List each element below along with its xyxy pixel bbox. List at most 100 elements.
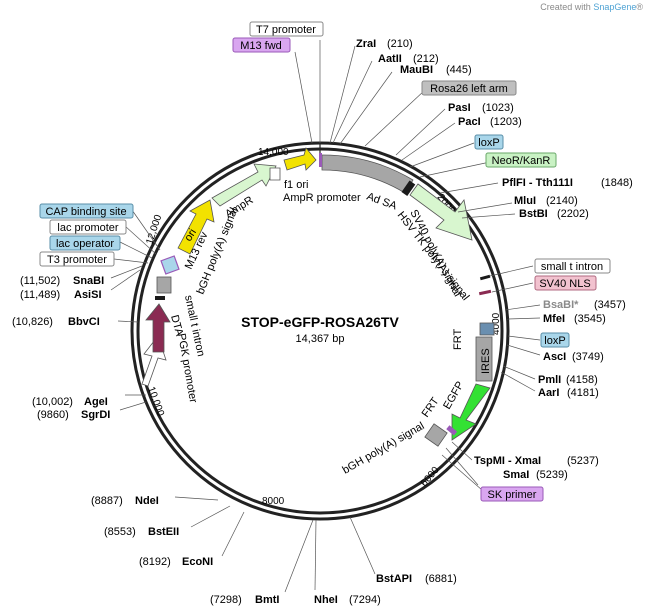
svg-text:BmtI: BmtI [255,594,279,606]
svg-text:(6881): (6881) [425,573,457,585]
tick-10000: 10,000 [145,385,166,418]
box-rosa26-left-arm: Rosa26 left arm [421,80,517,96]
site-nhei: NheI(7294) [314,594,381,606]
watermark: Created with SnapGene® [540,2,643,12]
svg-text:(3749): (3749) [572,351,604,363]
svg-text:(9860): (9860) [37,409,69,421]
loxp-marker-2 [446,425,458,436]
box-lac-promoter: lac promoter [49,219,127,235]
svg-text:(1203): (1203) [490,116,522,128]
svg-text:(4158): (4158) [566,374,598,386]
svg-text:(3545): (3545) [574,313,606,325]
site-ndei: (8887) NdeI [91,495,159,507]
leader-lines [110,40,541,593]
site-paci: PacI(1203) [458,116,522,128]
f1-ori-label: f1 ori [284,179,308,191]
svg-text:(8887): (8887) [91,495,123,507]
ires-label: IRES [480,348,492,374]
site-pflfi-tth111i: PflFI - Tth111I (1848) [502,177,633,189]
site-bbvci: (10,826)BbvCI [12,316,100,328]
svg-text:lac promoter: lac promoter [57,222,118,234]
frt-label-2: FRT [420,395,442,419]
box-cap-binding-site: CAP binding site [39,203,134,219]
f1-ori-arrow [283,147,317,171]
svg-text:AgeI: AgeI [84,396,108,408]
svg-text:NeoR/KanR: NeoR/KanR [492,155,551,167]
plasmid-name: STOP-eGFP-ROSA26TV [241,314,399,330]
svg-text:SmaI: SmaI [503,469,529,481]
svg-text:BbvCI: BbvCI [68,316,100,328]
svg-text:(8553): (8553) [104,526,136,538]
dta-label: DTA [168,314,185,338]
svg-text:(11,489): (11,489) [20,289,60,301]
svg-text:(5239): (5239) [536,469,568,481]
svg-text:(4181): (4181) [567,387,599,399]
bgh-right-label: bGH poly(A) signal [341,420,427,477]
svg-text:(2202): (2202) [557,208,589,220]
small-t-marker-left [155,296,165,300]
svg-text:CAP binding site: CAP binding site [45,206,126,218]
svg-text:(212): (212) [413,53,439,65]
site-mlui: MluI (2140) [514,195,578,207]
neor-arrow [409,183,473,241]
bgh-box-left [156,276,172,294]
ori-label: ori [182,227,199,244]
svg-text:(5237): (5237) [567,455,599,467]
svg-text:T3 promoter: T3 promoter [47,254,107,266]
ires-box [475,336,493,382]
svg-text:PmlI: PmlI [538,374,561,386]
box-lac-operator: lac operator [49,235,121,251]
box-sk-primer: SK primer [480,486,544,502]
svg-text:T7 promoter: T7 promoter [256,24,316,36]
tick-8000: 8000 [262,496,285,507]
box-small-t-intron: small t intron [534,258,611,274]
svg-text:(11,502): (11,502) [20,275,60,287]
svg-text:(7298): (7298) [210,594,242,606]
svg-text:AsiSI: AsiSI [74,289,102,301]
site-bsabi: BsaBI*(3457) [543,299,626,311]
svg-text:SnaBI: SnaBI [73,275,104,287]
egfp-label: EGFP [441,380,466,412]
svg-text:SK primer: SK primer [488,489,537,501]
box-loxp-1: loxP [474,134,504,150]
svg-text:(2140): (2140) [546,195,578,207]
site-pasi: PasI(1023) [448,102,514,114]
site-agei: (10,002)AgeI [32,396,108,408]
svg-text:loxP: loxP [544,335,565,347]
site-asisi: (11,489) AsiSI [20,289,102,301]
svg-text:TspMI - XmaI: TspMI - XmaI [474,455,541,467]
site-tspmi-xmai: TspMI - XmaI (5237) [474,455,599,467]
ampr-promoter-arrow [269,167,281,181]
svg-text:(8192): (8192) [139,556,171,568]
site-bstapi: BstAPI(6881) [376,573,457,585]
site-mfei: MfeI(3545) [543,313,606,325]
box-m13-fwd: M13 fwd [232,37,291,53]
ampr-promoter-label: AmpR promoter [283,192,361,204]
frt-box-1 [479,322,495,336]
svg-text:PflFI - Tth111I: PflFI - Tth111I [502,177,573,189]
svg-text:SV40 NLS: SV40 NLS [539,278,590,290]
svg-text:MluI: MluI [514,195,536,207]
site-snabi: (11,502) SnaBI [20,275,104,287]
site-aari: AarI (4181) [538,387,599,399]
svg-text:(1848): (1848) [601,177,633,189]
svg-text:lac operator: lac operator [56,238,114,250]
site-bmti: (7298) BmtI [210,594,279,606]
svg-text:(445): (445) [446,64,472,76]
box-t3-promoter: T3 promoter [39,251,115,267]
ad-sa-label: Ad SA [365,191,399,213]
small-t-marker [479,274,491,281]
tick-14000: 14,000 [258,147,289,158]
site-sgrdi: (9860)SgrDI [37,409,110,421]
svg-text:loxP: loxP [478,137,499,149]
svg-text:AarI: AarI [538,387,559,399]
ori-arrow [177,199,215,255]
svg-text:(7294): (7294) [349,594,381,606]
svg-text:NdeI: NdeI [135,495,159,507]
svg-text:BstEII: BstEII [148,526,179,538]
m13-marker [319,153,322,167]
site-econi: (8192)EcoNI [139,556,213,568]
svg-text:AscI: AscI [543,351,566,363]
egfp-arrow [451,383,491,441]
